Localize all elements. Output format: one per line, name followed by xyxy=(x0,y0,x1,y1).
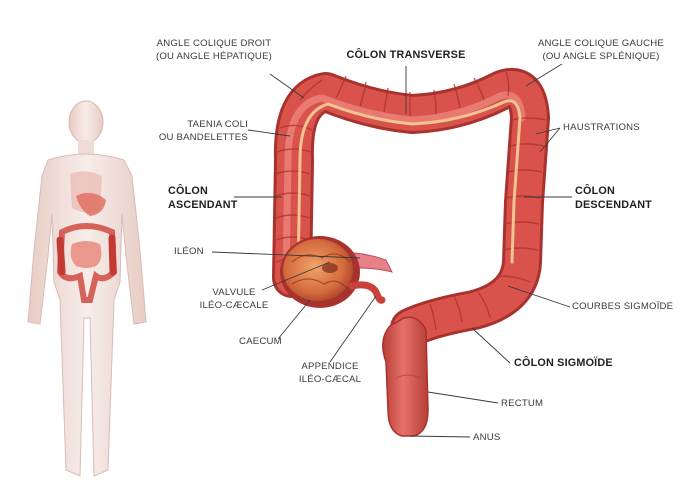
leader-ileon xyxy=(211,251,361,259)
appendix-shape xyxy=(348,281,386,304)
rectum-shape xyxy=(382,316,429,437)
leader-haustrations-2 xyxy=(539,127,561,153)
label-angle-colique-gauche: ANGLE COLIQUE DROIT ANGLE COLIQUE GAUCHE… xyxy=(537,38,665,62)
human-body-figure xyxy=(27,100,147,477)
taenia-band xyxy=(296,99,522,278)
label-caecum: CAECUM xyxy=(239,336,282,347)
label-colon-transverse: CÔLON TRANSVERSE xyxy=(346,49,466,61)
label-courbes-sigmoide: COURBES SIGMOÏDE xyxy=(572,301,674,312)
label-angle-colique-droit: ANGLE COLIQUE DROIT(OU ANGLE HÉPATIQUE) xyxy=(155,38,273,62)
leader-caecum xyxy=(277,299,311,340)
ileocecal-valve xyxy=(322,263,338,273)
leader-anus xyxy=(409,435,471,438)
leader-angle-droit xyxy=(269,73,305,99)
leader-courbes xyxy=(507,285,571,308)
label-ileon: ILÉON xyxy=(174,246,204,257)
leader-lines xyxy=(211,63,572,438)
leader-valvule xyxy=(261,261,331,291)
label-haustrations: HAUSTRATIONS xyxy=(563,122,640,133)
label-rectum: RECTUM xyxy=(501,398,544,409)
leader-taenia xyxy=(247,129,291,137)
leader-haustrations-1 xyxy=(535,127,561,135)
label-colon-sigmoide: CÔLON SIGMOÏDE xyxy=(514,357,613,369)
leader-colon-sigmoide xyxy=(471,327,511,364)
leader-rectum xyxy=(427,391,499,404)
label-anus: ANUS xyxy=(473,432,501,443)
leader-angle-gauche xyxy=(525,63,563,87)
leader-appendice xyxy=(329,295,377,363)
